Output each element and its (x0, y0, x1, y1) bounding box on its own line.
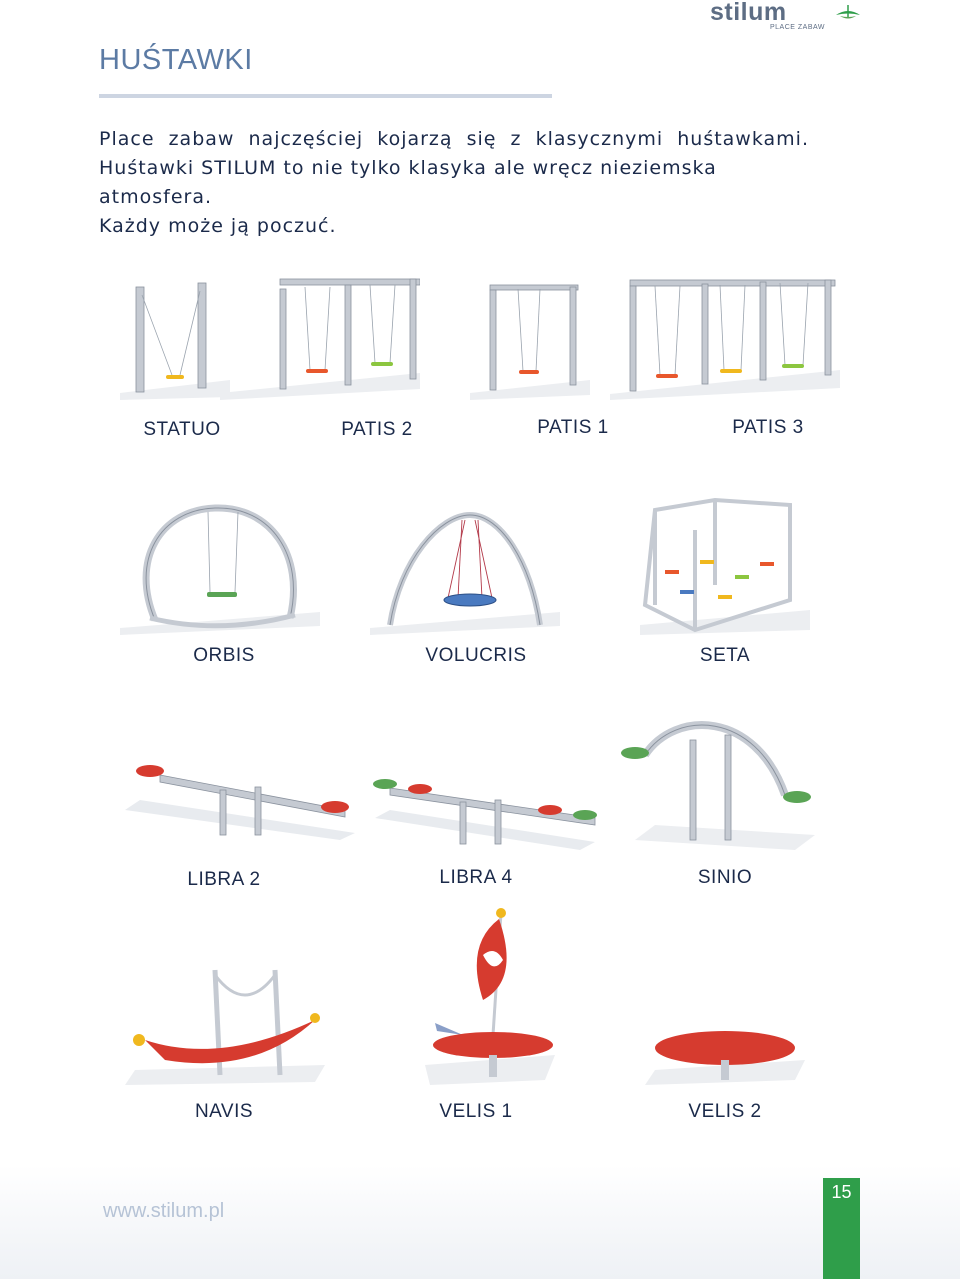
website-link[interactable]: www.stilum.pl (103, 1200, 225, 1222)
libra-2-illustration (125, 765, 355, 840)
product-orbis[interactable] (120, 500, 320, 635)
intro-line-1: Place zabaw najczęściej kojarzą się z kl… (99, 128, 809, 150)
velis-1-illustration (425, 908, 555, 1085)
product-label: NAVIS (194, 1101, 254, 1122)
navis-illustration (125, 969, 325, 1085)
page-title: HUŚTAWKI (99, 44, 253, 76)
product-patis-1[interactable] (470, 275, 590, 400)
volucris-illustration (370, 511, 560, 635)
product-statuo[interactable] (120, 275, 230, 400)
intro-text: Place zabaw najczęściej kojarzą się z kl… (99, 125, 809, 241)
orbis-illustration (120, 504, 320, 635)
product-label: STATUO (143, 419, 221, 440)
page-number-tab: 15 (823, 1178, 860, 1279)
product-velis-2[interactable] (645, 1020, 805, 1085)
patis-1-illustration (470, 284, 590, 400)
patis-2-illustration (220, 278, 420, 400)
velis-2-illustration (645, 1031, 805, 1085)
brand-tagline: PLACE ZABAW (770, 24, 826, 31)
product-velis-1[interactable] (425, 905, 555, 1085)
product-libra-4[interactable] (370, 770, 600, 855)
product-volucris[interactable] (370, 500, 560, 635)
title-underline (99, 94, 552, 98)
product-label: VOLUCRIS (425, 645, 527, 666)
footer-band (0, 1165, 960, 1279)
brand-name: stilum (710, 0, 787, 26)
statuo-illustration (120, 282, 230, 400)
product-label: PATIS 2 (341, 419, 413, 440)
product-label: VELIS 2 (688, 1101, 762, 1122)
product-patis-3[interactable] (610, 270, 840, 400)
intro-line-3: Każdy może ją poczuć. (99, 215, 337, 237)
product-label: ORBIS (193, 645, 255, 666)
intro-line-2: Huśtawki STILUM to nie tylko klasyka ale… (99, 157, 717, 208)
page-number: 15 (831, 1182, 852, 1202)
product-label: PATIS 1 (537, 417, 609, 438)
product-sinio[interactable] (615, 715, 815, 850)
product-seta[interactable] (640, 490, 810, 635)
leaf-icon (836, 5, 860, 19)
brand-logo: stilum PLACE ZABAW (710, 0, 860, 36)
product-label: SINIO (697, 867, 753, 888)
product-label: PATIS 3 (732, 417, 804, 438)
patis-3-illustration (610, 279, 840, 400)
product-label: VELIS 1 (439, 1101, 513, 1122)
sinio-illustration (621, 721, 815, 850)
product-patis-2[interactable] (220, 265, 420, 400)
libra-4-illustration (373, 779, 597, 850)
seta-illustration (640, 497, 810, 635)
product-label: LIBRA 4 (439, 867, 513, 888)
product-navis[interactable] (125, 960, 325, 1085)
product-label: LIBRA 2 (187, 869, 261, 890)
product-libra-2[interactable] (120, 755, 355, 840)
product-label: SETA (699, 645, 751, 666)
